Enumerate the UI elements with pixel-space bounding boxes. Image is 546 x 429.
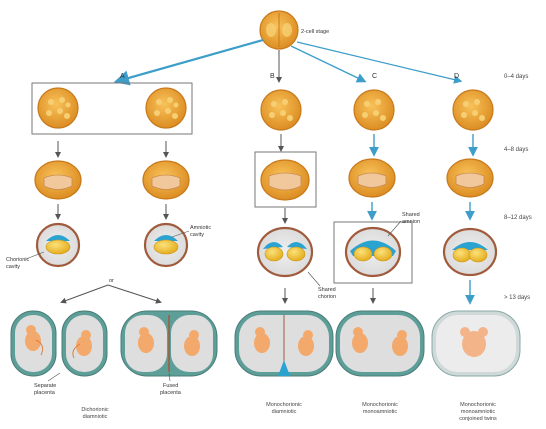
or-fork [62, 285, 160, 302]
shared-amnion-label-line1: Shared [402, 212, 420, 218]
row1-morulae [38, 88, 493, 130]
caption-conjoined-line2: monoamniotic [461, 409, 495, 415]
row3-embryos [37, 224, 496, 276]
caption-mono-mono-line1: Monochorionic [362, 402, 398, 408]
fused-placenta-label-line1: Fused [163, 383, 178, 389]
shared-chorion-leader [308, 272, 320, 286]
caption-mono-mono-line2: monoamniotic [363, 409, 397, 415]
blastocyst-d [447, 159, 493, 197]
conjoined-twins [432, 311, 520, 376]
row2-blastocysts [35, 159, 493, 200]
chorionic-cavity-label-line1: Chorionic [6, 257, 29, 263]
morula-c [354, 90, 394, 130]
morula-a2 [146, 88, 186, 128]
separate-placenta-label-line1: Separate [34, 383, 56, 389]
column-label-a: A [120, 73, 125, 80]
blastocyst-c [349, 159, 395, 197]
stage-label-13: > 13 days [504, 295, 530, 301]
column-label-d: D [454, 73, 459, 80]
column-label-c: C [372, 73, 377, 80]
caption-dichorionic-line1: Dichorionic [81, 407, 108, 413]
caption-conjoined-line3: conjoined twins [459, 416, 497, 422]
embryo-b [258, 228, 312, 276]
embryo-a2 [145, 224, 187, 266]
two-cell-stage-label: 2-cell stage [301, 29, 329, 35]
or-label: or [109, 278, 114, 284]
stage-label-4-8: 4–8 days [504, 147, 528, 153]
row1-arrows [58, 134, 473, 156]
morula-a1 [38, 88, 78, 128]
amniotic-cavity-label-line2: cavity [190, 232, 204, 238]
shared-chorion-label-line2: chorion [318, 294, 336, 300]
embryo-c [346, 228, 400, 276]
blastocyst-a1 [35, 161, 81, 199]
amniotic-cavity-label-line1: Amniotic [190, 225, 211, 231]
caption-conjoined-line1: Monochorionic [460, 402, 496, 408]
caption-mono-di-line2: diamniotic [272, 409, 297, 415]
separate-placenta-label-line2: placenta [34, 390, 56, 396]
dichorionic-separate [11, 311, 107, 376]
two-cell-stage [260, 11, 298, 49]
morula-d [453, 90, 493, 130]
separate-placenta-leader [48, 373, 60, 381]
embryo-d [444, 229, 496, 275]
shared-amnion-leader [388, 221, 401, 236]
morula-b [261, 90, 301, 130]
caption-dichorionic-line2: diamniotic [83, 414, 108, 420]
blastocyst-a2 [143, 161, 189, 199]
stage-label-8-12: 8–12 days [504, 215, 532, 221]
monochorionic-diamniotic [235, 311, 333, 376]
caption-mono-di-line1: Monochorionic [266, 402, 302, 408]
shared-chorion-label-line1: Shared [318, 287, 336, 293]
embryo-a1 [37, 224, 79, 266]
chorionic-cavity-label-line2: cavity [6, 264, 20, 270]
fused-placenta-label-line2: placenta [160, 390, 182, 396]
dichorionic-fused [121, 311, 217, 376]
row4-placentas [11, 311, 520, 376]
stage-label-0-4: 0–4 days [504, 74, 528, 80]
blastocyst-b [261, 160, 309, 200]
monochorionic-monoamniotic [336, 311, 424, 376]
shared-amnion-label-line2: amnion [402, 219, 420, 225]
column-label-b: B [270, 73, 275, 80]
